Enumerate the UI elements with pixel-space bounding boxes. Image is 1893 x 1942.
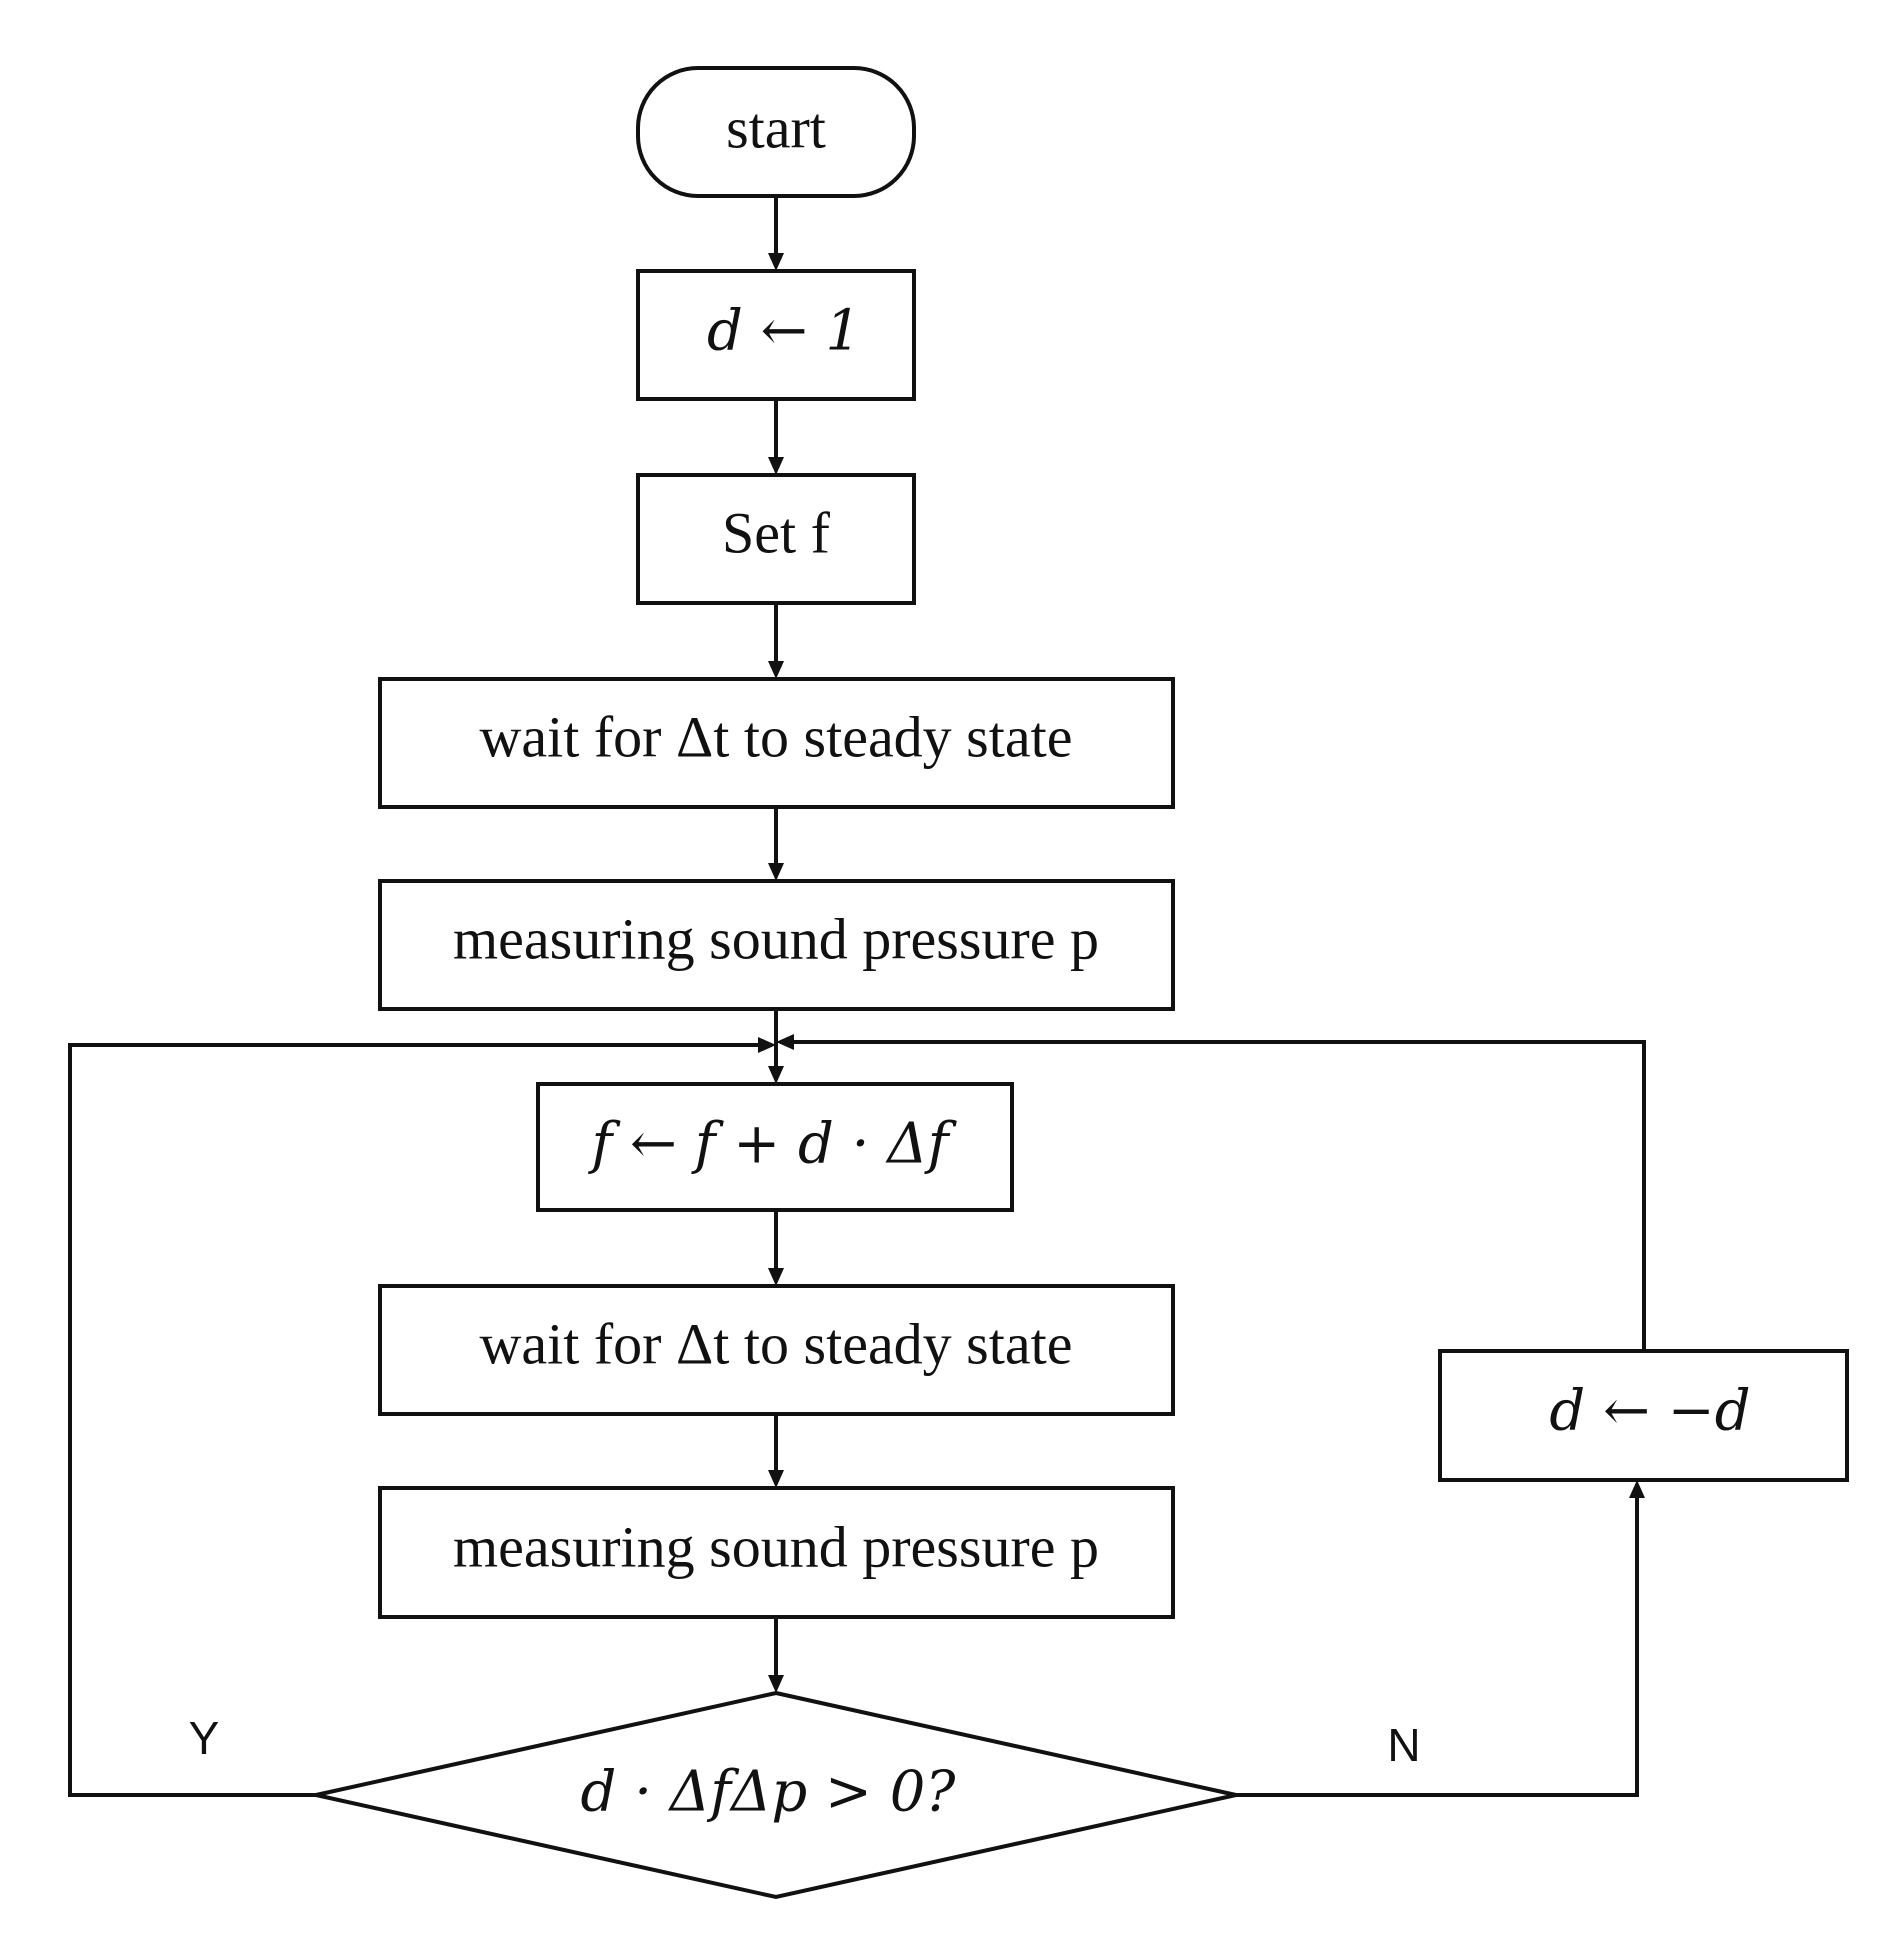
measure-loop-node: measuring sound pressure p: [378, 1486, 1175, 1619]
arrow-set-to-wait: [768, 604, 784, 679]
wait-loop-label: wait for Δt to steady state: [480, 1311, 1073, 1376]
arrow-start-to-init: [768, 197, 784, 271]
wait-initial-node: wait for Δt to steady state: [378, 677, 1175, 809]
measure-initial-node: measuring sound pressure p: [378, 879, 1175, 1011]
reverse-return-connector: [776, 1034, 1646, 1351]
yes-branch-label: Y: [189, 1712, 220, 1764]
no-branch-label: N: [1387, 1719, 1420, 1771]
decision-node: d · ΔfΔp > 0?: [315, 1690, 1237, 1900]
update-frequency-node: f ← f + d · Δf: [536, 1082, 1014, 1212]
wait-loop-node: wait for Δt to steady state: [378, 1284, 1175, 1416]
init-direction-label: d ← 1: [707, 299, 861, 364]
yes-loop-connector: [68, 1037, 776, 1797]
arrow-update-to-wait-loop: [768, 1211, 784, 1286]
arrow-wait-loop-to-measure-loop: [768, 1415, 784, 1488]
no-branch-connector: [1236, 1480, 1645, 1797]
set-frequency-node: Set f: [636, 473, 916, 605]
measure-loop-label: measuring sound pressure p: [453, 1514, 1099, 1579]
arrow-init-to-set: [768, 400, 784, 475]
arrow-measure-loop-to-decision: [768, 1618, 784, 1693]
set-frequency-label: Set f: [722, 500, 831, 565]
arrow-wait-to-measure: [768, 808, 784, 881]
reverse-direction-label: d ← −d: [1549, 1379, 1750, 1444]
decision-label: d · ΔfΔp > 0?: [581, 1760, 957, 1825]
start-label: start: [726, 95, 826, 160]
update-frequency-label: f ← f + d · Δf: [588, 1112, 958, 1177]
reverse-direction-node: d ← −d: [1438, 1349, 1849, 1482]
measure-initial-label: measuring sound pressure p: [453, 906, 1099, 971]
arrow-measure-to-update: [768, 1010, 784, 1084]
wait-initial-label: wait for Δt to steady state: [480, 704, 1073, 769]
start-node: start: [636, 66, 916, 198]
init-direction-node: d ← 1: [636, 269, 916, 401]
